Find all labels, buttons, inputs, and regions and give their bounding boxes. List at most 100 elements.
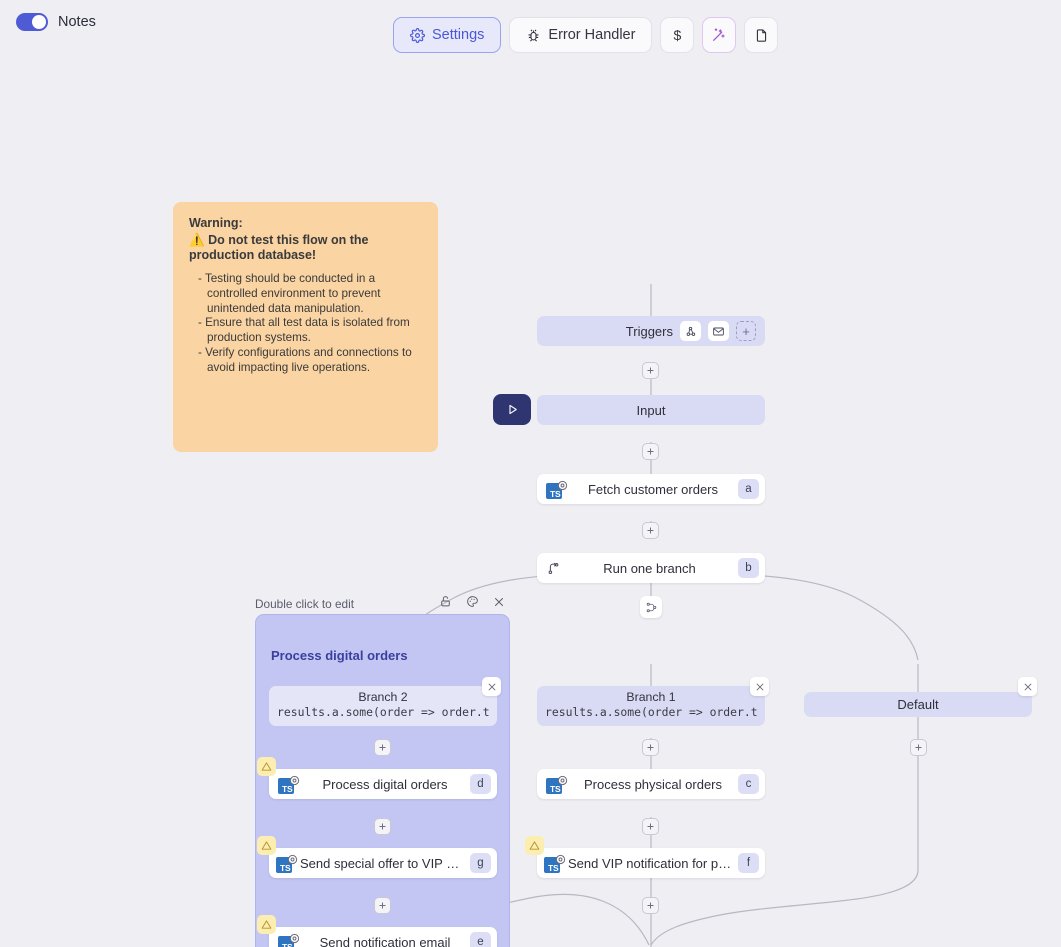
close-icon[interactable]: [493, 595, 505, 613]
node-run-one-branch[interactable]: Run one branch b: [537, 553, 765, 583]
notes-toggle[interactable]: [16, 13, 48, 31]
branch-icon: [546, 561, 561, 576]
list-item: Ensure that all test data is isolated fr…: [205, 316, 422, 346]
warning-icon: [525, 836, 544, 855]
settings-label: Settings: [432, 27, 485, 43]
branch-header-2[interactable]: Branch 2 results.a.some(order => order.t…: [269, 686, 497, 727]
warning-emoji-icon: ⚠️: [189, 232, 205, 247]
warning-icon: [257, 757, 276, 776]
mail-icon[interactable]: [708, 321, 729, 341]
document-icon: [754, 28, 769, 43]
branch-expression: results.a.some(order => order.type: [277, 705, 489, 720]
node-send-special-offer-vip-digital[interactable]: TS Send special offer to VIP digital c..…: [257, 836, 497, 878]
settings-button[interactable]: Settings: [393, 17, 502, 53]
magic-wand-icon: [711, 27, 727, 43]
add-node-button[interactable]: [374, 818, 391, 835]
node-send-notification-email[interactable]: TS Send notification email e: [257, 915, 497, 947]
group-header-icons: [439, 595, 510, 613]
add-node-button[interactable]: [642, 362, 659, 379]
warning-icon: [257, 836, 276, 855]
node-badge: g: [470, 853, 491, 873]
node-label: Process physical orders: [584, 776, 722, 792]
list-item: Verify configurations and connections to…: [205, 346, 422, 376]
typescript-icon: TS: [546, 774, 568, 794]
gear-badge-icon: [555, 852, 566, 870]
node-input[interactable]: Input: [537, 395, 765, 425]
branch-header-default[interactable]: Default: [804, 692, 1032, 717]
toggle-knob: [32, 15, 46, 29]
add-node-button[interactable]: [642, 897, 659, 914]
notes-toggle-group: Notes: [16, 13, 96, 31]
add-node-button[interactable]: [642, 818, 659, 835]
typescript-icon: TS: [276, 853, 298, 873]
typescript-icon: TS: [544, 853, 566, 873]
typescript-icon: TS: [546, 479, 568, 499]
node-fetch-customer-orders[interactable]: TS Fetch customer orders a: [537, 474, 765, 504]
bug-icon: [526, 28, 541, 43]
add-node-button[interactable]: [642, 522, 659, 539]
node-triggers[interactable]: Triggers +: [537, 316, 765, 346]
remove-branch-button[interactable]: [482, 677, 501, 696]
toolbar-buttons: Settings Error Handler $: [393, 17, 779, 53]
group-edit-hint: Double click to edit: [255, 597, 355, 611]
branch-title: Branch 2: [358, 690, 408, 704]
add-trigger-button[interactable]: +: [736, 321, 756, 341]
run-flow-button[interactable]: [493, 394, 531, 425]
gear-badge-icon: [557, 773, 568, 791]
typescript-icon: TS: [278, 932, 300, 947]
add-node-button[interactable]: [374, 897, 391, 914]
sticky-note-headline: ⚠️ Do not test this flow on the producti…: [189, 232, 369, 263]
gear-badge-icon: [287, 852, 298, 870]
warning-icon: [257, 915, 276, 934]
add-node-button[interactable]: [910, 739, 927, 756]
flow-canvas[interactable]: Warning: ⚠️ Do not test this flow on the…: [0, 62, 1061, 947]
magic-wand-button[interactable]: [702, 17, 737, 53]
node-label: Fetch customer orders: [587, 481, 719, 497]
node-badge: d: [470, 774, 491, 794]
gear-icon: [410, 27, 425, 43]
remove-branch-button[interactable]: [750, 677, 769, 696]
top-toolbar: Notes Settings Err: [0, 0, 1061, 62]
palette-icon[interactable]: [466, 595, 479, 613]
node-badge: b: [738, 558, 759, 578]
webhook-icon[interactable]: [680, 321, 701, 341]
node-label: Send notification email: [319, 934, 451, 947]
node-badge: e: [470, 932, 491, 947]
node-badge: f: [738, 853, 759, 873]
sticky-note-bullets: Testing should be conducted in a control…: [189, 272, 422, 376]
list-item: Testing should be conducted in a control…: [205, 272, 422, 317]
branch-split-icon[interactable]: [640, 596, 662, 618]
node-badge: a: [738, 479, 759, 499]
error-handler-button[interactable]: Error Handler: [509, 17, 653, 53]
node-send-vip-notification-physical[interactable]: TS Send VIP notification for physical...…: [525, 836, 765, 878]
notes-label: Notes: [58, 14, 96, 30]
node-process-digital-orders[interactable]: TS Process digital orders d: [257, 757, 497, 799]
add-node-button[interactable]: [642, 739, 659, 756]
branch-title: Default: [897, 697, 939, 712]
triggers-label: Triggers: [625, 323, 673, 339]
node-label: Process digital orders: [322, 776, 448, 792]
node-label: Send special offer to VIP digital c...: [300, 855, 470, 871]
branch-expression: results.a.some(order => order.type: [545, 705, 757, 720]
group-title: Process digital orders: [271, 648, 408, 663]
typescript-icon: TS: [278, 774, 300, 794]
sticky-note-title: Warning:: [189, 216, 243, 230]
add-node-button[interactable]: [642, 443, 659, 460]
dollar-icon: $: [673, 27, 682, 43]
document-button[interactable]: [744, 17, 779, 53]
gear-badge-icon: [289, 931, 300, 947]
branch-header-1[interactable]: Branch 1 results.a.some(order => order.t…: [537, 686, 765, 727]
node-badge: c: [738, 774, 759, 794]
branch-title: Branch 1: [626, 690, 676, 704]
node-label: Send VIP notification for physical...: [568, 855, 738, 871]
add-node-button[interactable]: [374, 739, 391, 756]
node-process-physical-orders[interactable]: TS Process physical orders c: [537, 769, 765, 799]
cost-button[interactable]: $: [660, 17, 695, 53]
sticky-note-warning[interactable]: Warning: ⚠️ Do not test this flow on the…: [173, 202, 438, 452]
lock-icon[interactable]: [439, 595, 452, 613]
group-header: Double click to edit: [255, 596, 510, 612]
error-handler-label: Error Handler: [548, 27, 636, 43]
remove-branch-button[interactable]: [1018, 677, 1037, 696]
